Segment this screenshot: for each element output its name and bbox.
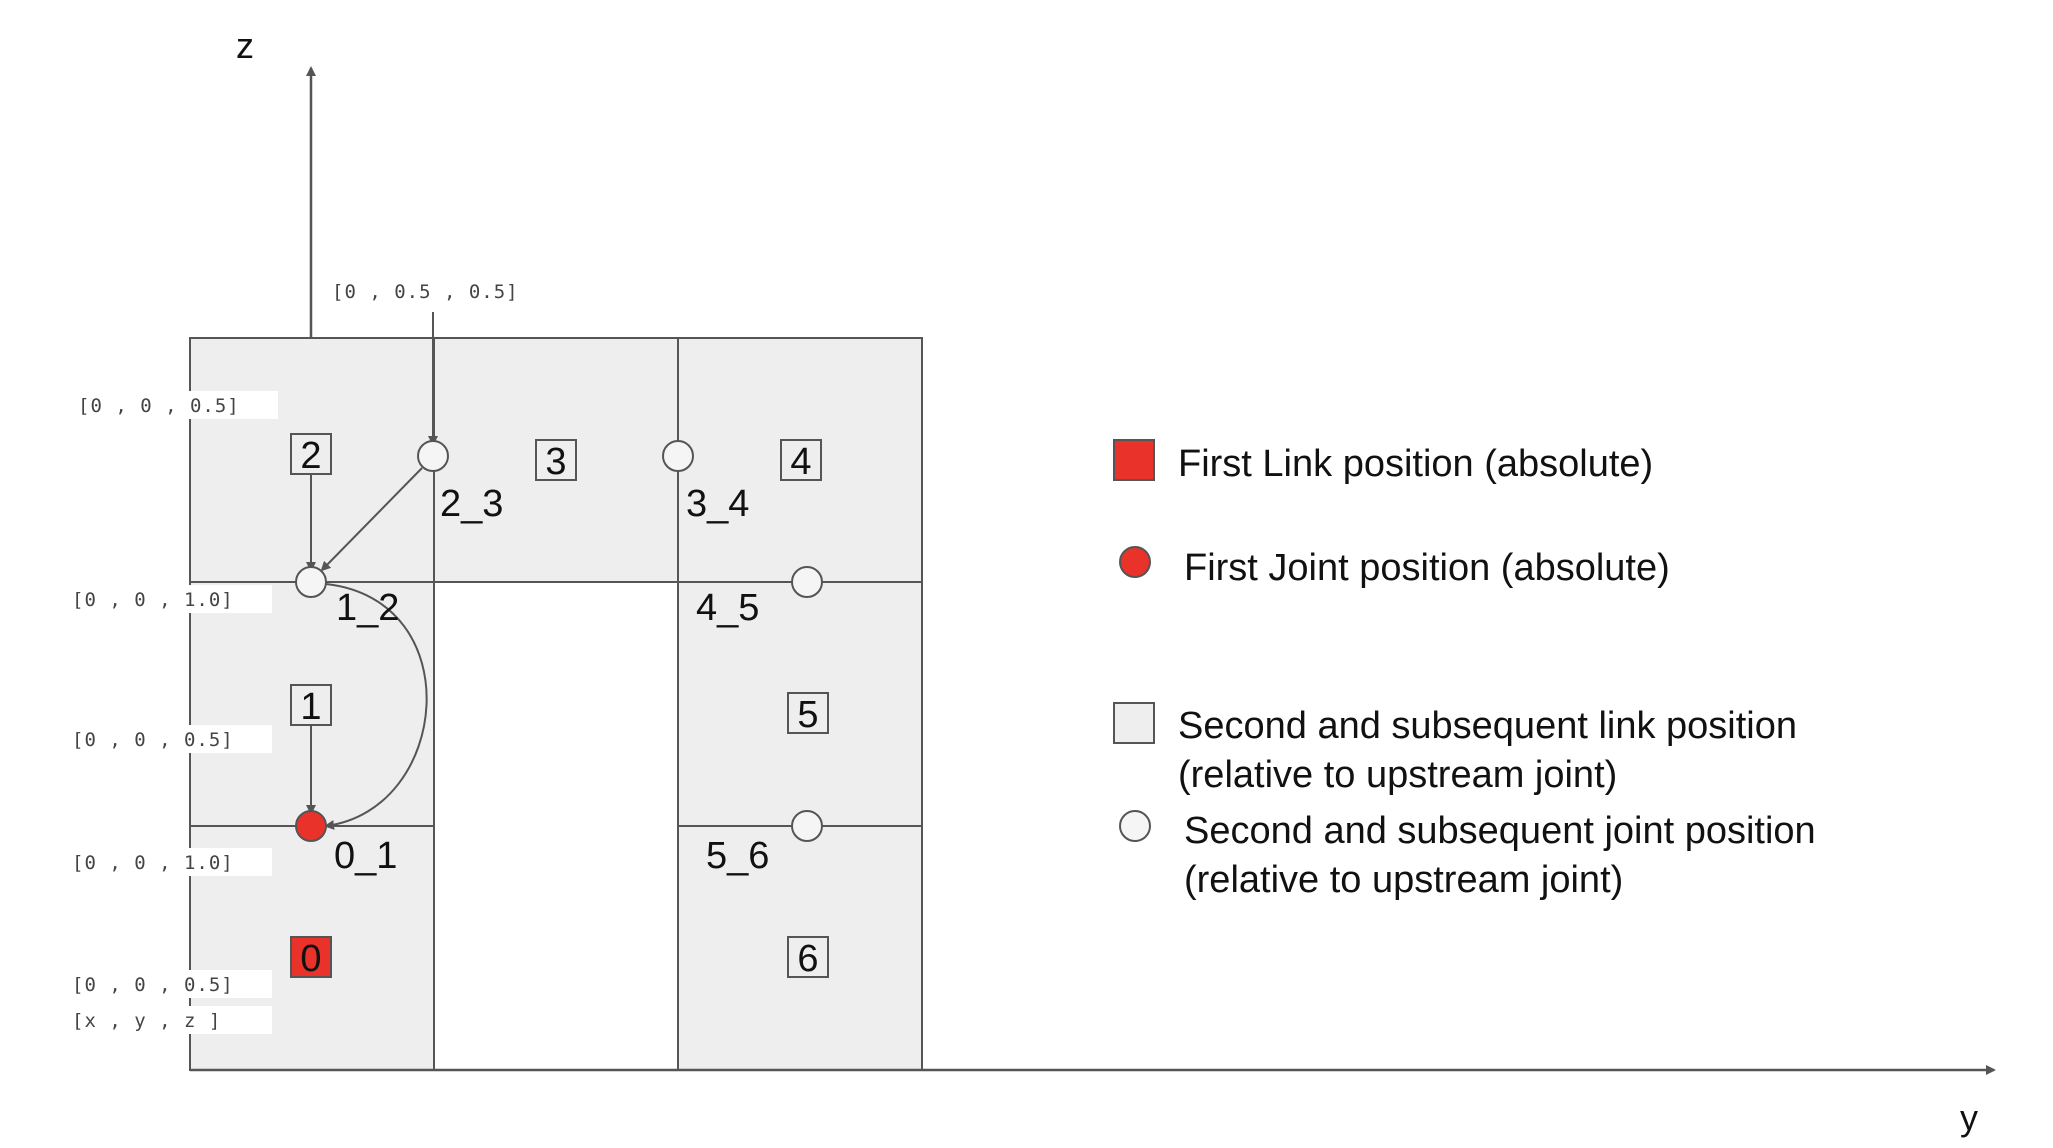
legend-first-link-swatch xyxy=(1113,439,1155,481)
joint-label-5-6: 5_6 xyxy=(706,835,769,877)
coord-bg-row6 xyxy=(66,1006,272,1034)
joint-label-4-5: 4_5 xyxy=(696,587,759,629)
link-label-1: 1 xyxy=(300,686,321,728)
coord-bg-row5 xyxy=(66,970,272,998)
link-box-4 xyxy=(780,439,822,481)
coord-row4: [0 , 0 , 1.0] xyxy=(72,852,234,874)
link-label-0: 0 xyxy=(300,938,321,980)
coord-row6: [x , y , z ] xyxy=(72,1010,221,1032)
link-label-3: 3 xyxy=(545,441,566,483)
arrow-joint-1-2-to-joint-0-1 xyxy=(324,583,428,830)
legend-sub-link-text-2: (relative to upstream joint) xyxy=(1178,754,1617,796)
coord-row1: [0 , 0 , 0.5] xyxy=(78,395,240,417)
link-box-6 xyxy=(787,936,829,978)
legend-first-link-text: First Link position (absolute) xyxy=(1178,443,1653,485)
legend-sub-joint-swatch xyxy=(1119,810,1151,842)
joint-label-0-1: 0_1 xyxy=(334,835,397,877)
coord-bg-row4 xyxy=(66,848,272,876)
link-box-1 xyxy=(290,684,332,726)
link-label-6: 6 xyxy=(797,938,818,980)
coord-bg-row1 xyxy=(72,391,278,419)
coord-row5: [0 , 0 , 0.5] xyxy=(72,974,234,996)
coord-bg-row3 xyxy=(66,725,272,753)
link-label-4: 4 xyxy=(790,441,811,483)
legend-first-joint-text: First Joint position (absolute) xyxy=(1184,547,1670,589)
joint-0-1 xyxy=(295,810,327,842)
coord-row2: [0 , 0 , 1.0] xyxy=(72,589,234,611)
arrow-joint-2-3-to-joint-1-2 xyxy=(320,467,423,572)
y-axis-label: y xyxy=(1960,1097,1978,1138)
joint-3-4 xyxy=(662,440,694,472)
joint-1-2 xyxy=(295,566,327,598)
coord-top-arrow: [0 , 0.5 , 0.5] xyxy=(332,281,519,303)
joint-label-3-4: 3_4 xyxy=(686,483,749,525)
joint-4-5 xyxy=(791,566,823,598)
joint-2-3 xyxy=(417,440,449,472)
coord-bg-row2 xyxy=(66,585,272,613)
legend-first-joint-swatch xyxy=(1119,546,1151,578)
legend-sub-link-text-1: Second and subsequent link position xyxy=(1178,705,1797,747)
link-box-2 xyxy=(290,433,332,475)
link-box-3 xyxy=(535,439,577,481)
joint-5-6 xyxy=(791,810,823,842)
legend-sub-joint-text-1: Second and subsequent joint position xyxy=(1184,810,1816,852)
joint-label-2-3: 2_3 xyxy=(440,483,503,525)
joint-label-1-2: 1_2 xyxy=(336,587,399,629)
z-axis-label: z xyxy=(236,25,254,66)
coord-row3: [0 , 0 , 0.5] xyxy=(72,729,234,751)
link-label-5: 5 xyxy=(797,694,818,736)
legend-sub-joint-text-2: (relative to upstream joint) xyxy=(1184,859,1623,901)
legend-sub-link-swatch xyxy=(1113,702,1155,744)
link-label-2: 2 xyxy=(300,435,321,477)
link-box-5 xyxy=(787,692,829,734)
link-box-0 xyxy=(290,936,332,978)
